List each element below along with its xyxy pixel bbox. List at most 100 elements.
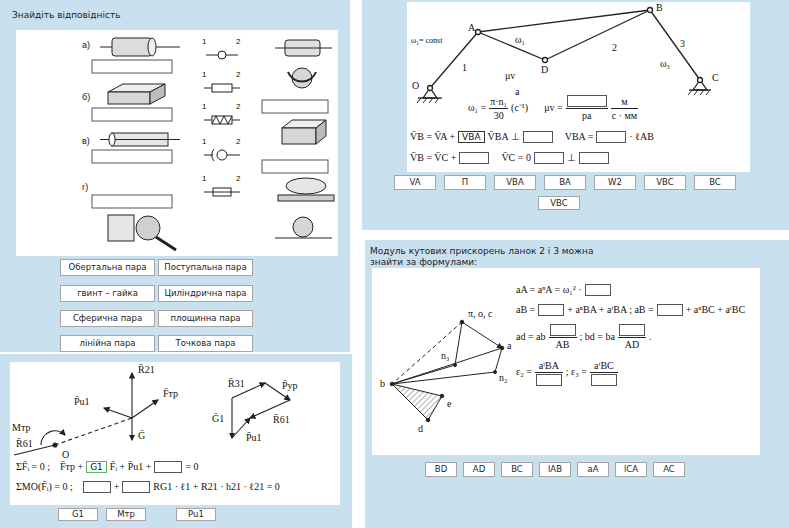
part-number: 2 — [236, 137, 240, 146]
answer-slot — [459, 152, 489, 164]
formula-term: F̄тр + — [60, 461, 83, 473]
force-label: O — [62, 449, 69, 461]
formula-term: + aⁿBC + aᵗBC — [686, 304, 745, 316]
answer-slot — [657, 304, 683, 316]
formula-term: ε₂ = — [516, 366, 532, 378]
answer-slot — [579, 152, 609, 164]
answer-button: VBC — [644, 175, 686, 190]
button-label: Обертальна пара — [69, 260, 147, 275]
answer-button: aA — [577, 462, 609, 477]
mechanism-label: ω₁= const — [411, 36, 442, 45]
formula-term: · ℓAB — [629, 131, 654, 143]
part-number: 2 — [236, 174, 240, 183]
answer-button: AC — [653, 462, 685, 477]
button-label: BC — [709, 176, 721, 189]
mechanism-label: ω₃ — [660, 58, 670, 70]
button-label: W2 — [608, 176, 622, 189]
formula-term: RG1 · ℓ1 + R21 · h21 · ℓ21 = 0 — [153, 481, 279, 493]
formula-term: AD — [625, 339, 639, 351]
answer-button: BC — [694, 175, 736, 190]
polygon-point: b — [380, 378, 385, 390]
button-label: П — [462, 176, 468, 189]
polygon-point: n₂ — [499, 372, 508, 384]
part-number: 2 — [236, 70, 240, 79]
button-label: лінійна пара — [79, 336, 135, 351]
answer-button: lCA — [615, 462, 647, 477]
question-panel: Знайдіть відповідністьОбертальна параПос… — [0, 0, 350, 352]
answer-button: Обертальна пара — [60, 259, 155, 276]
polygon-point: π, o, c — [468, 308, 493, 320]
mechanism-label: 2 — [612, 42, 617, 54]
answer-slot — [591, 374, 617, 386]
force-label: R̄21 — [138, 364, 155, 376]
formula-term: pa — [582, 110, 591, 122]
panel-heading: Модуль кутових прискорень ланок 2 і 3 мо… — [370, 240, 615, 268]
answer-slot — [122, 481, 150, 493]
button-label: lAB — [548, 463, 562, 476]
button-label: Циліндрична пара — [164, 286, 246, 301]
part-number: 1 — [202, 102, 206, 111]
mechanism-label: ω₁ — [515, 34, 525, 46]
button-label: BA — [559, 176, 571, 189]
formula-term: ad = ab — [516, 331, 546, 343]
formula-term: м — [621, 96, 627, 108]
answer-slot — [596, 131, 626, 143]
part-number: 1 — [202, 70, 206, 79]
formula-term: с · мм — [612, 110, 637, 122]
item-letter: б) — [82, 92, 90, 102]
part-number: 1 — [202, 174, 206, 183]
mechanism-label: C — [712, 72, 719, 84]
answer-slot — [550, 324, 576, 336]
button-label: G1 — [72, 509, 84, 520]
force-label: Ḡ — [138, 430, 145, 442]
answer-slot-filled: VBA — [458, 131, 485, 143]
button-label: Поступальна пара — [164, 260, 246, 275]
answer-slot — [83, 481, 111, 493]
mechanism-label: μv — [505, 70, 515, 82]
formula-term: V̄B = V̄A + — [410, 131, 455, 143]
formula-term: aᵗBA — [539, 360, 559, 372]
formula-term: aB = — [516, 304, 535, 316]
mechanism-label: 1 — [462, 62, 467, 74]
button-label: lCA — [624, 463, 638, 476]
button-label: BC — [511, 463, 523, 476]
polygon-point: d — [418, 423, 423, 435]
formula-term: = 0 — [185, 461, 198, 473]
answer-button: П — [444, 175, 486, 190]
formula-term: ; ε₃ = — [566, 366, 587, 378]
formula-term: aA = aⁿA = ω₁² · — [516, 284, 582, 296]
mechanism-label: A — [468, 22, 475, 34]
polygon-point: a — [507, 340, 511, 352]
button-label: AC — [663, 463, 675, 476]
button-label: BD — [435, 463, 447, 476]
formula-term: AB — [556, 339, 570, 351]
answer-slot — [567, 95, 607, 107]
answer-button: VBC — [538, 196, 580, 210]
formula-term: F̄ᵢ + P̄u1 + — [110, 461, 152, 473]
answer-slot — [523, 131, 553, 143]
answer-button: Pu1 — [176, 508, 216, 521]
polygon-point: n₃ — [441, 350, 450, 362]
formula-term: ; bd = ba — [580, 331, 615, 343]
mechanism-label: 3 — [680, 38, 685, 50]
force-label: F̄тр — [163, 388, 178, 400]
answer-button: lAB — [539, 462, 571, 477]
button-label: VA — [409, 176, 420, 189]
answer-button: площинна пара — [158, 310, 253, 327]
force-label: R̄31 — [228, 378, 245, 390]
answer-button: G1 — [58, 508, 98, 521]
button-label: AD — [473, 463, 485, 476]
formula-term: . — [649, 331, 652, 343]
item-letter: г) — [82, 182, 88, 192]
formula-term: ΣMO(F̄ᵢ) = 0 ; — [16, 481, 73, 493]
part-number: 2 — [236, 37, 240, 46]
formula-term: VBA = — [565, 131, 594, 143]
button-label: aA — [587, 463, 598, 476]
formula-term: aᵗBC — [594, 360, 614, 372]
mechanism-label: a — [515, 86, 519, 98]
answer-button: гвинт – гайка — [60, 285, 155, 302]
item-letter: а) — [82, 40, 90, 50]
answer-slot — [536, 374, 562, 386]
answer-slot — [585, 284, 611, 296]
